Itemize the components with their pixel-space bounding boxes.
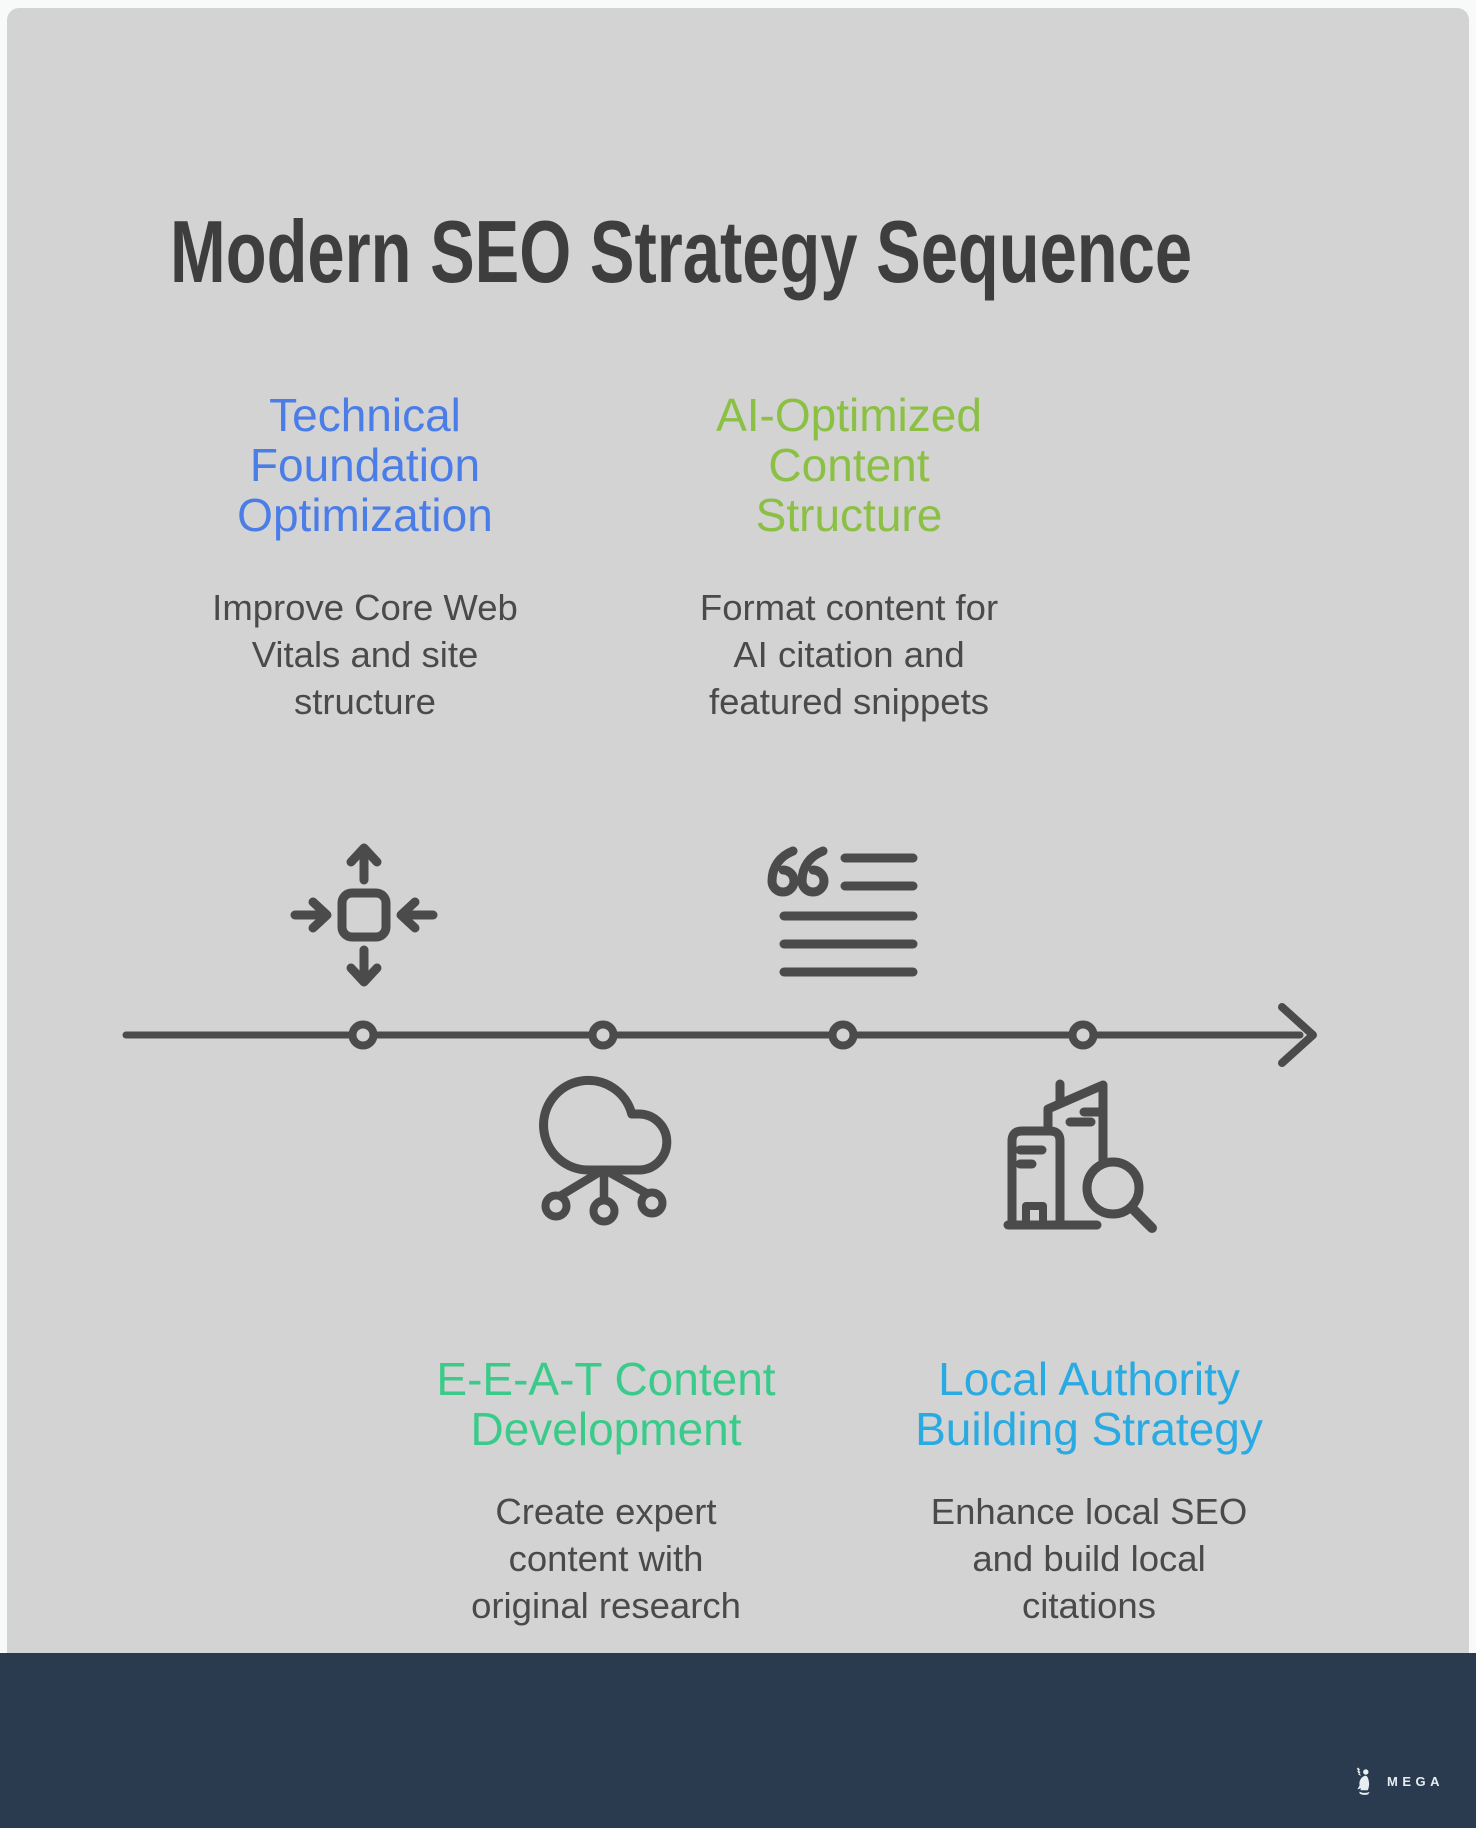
step-4-description: Enhance local SEO and build local citati… [930, 1491, 1248, 1626]
footer-bar: MEGA [0, 1653, 1476, 1828]
step-1-heading: Technical Foundation Optimization [237, 389, 493, 541]
step-2-description: Format content for AI citation and featu… [699, 587, 999, 722]
brand-lockup: MEGA [1351, 1766, 1444, 1796]
step-1-description: Improve Core Web Vitals and site structu… [212, 587, 518, 722]
mega-logo-icon [1356, 1767, 1370, 1795]
brand-name: MEGA [1387, 1773, 1444, 1789]
step-2-heading: AI-Optimized Content Structure [716, 389, 982, 541]
step-3-heading: E-E-A-T Content Development [436, 1353, 776, 1455]
step-3-description: Create expert content with original rese… [471, 1491, 741, 1626]
step-4-heading: Local Authority Building Strategy [915, 1353, 1263, 1455]
content-panel: Modern SEO Strategy Sequence Technical F… [7, 8, 1469, 1653]
page-title: Modern SEO Strategy Sequence [170, 202, 1193, 301]
